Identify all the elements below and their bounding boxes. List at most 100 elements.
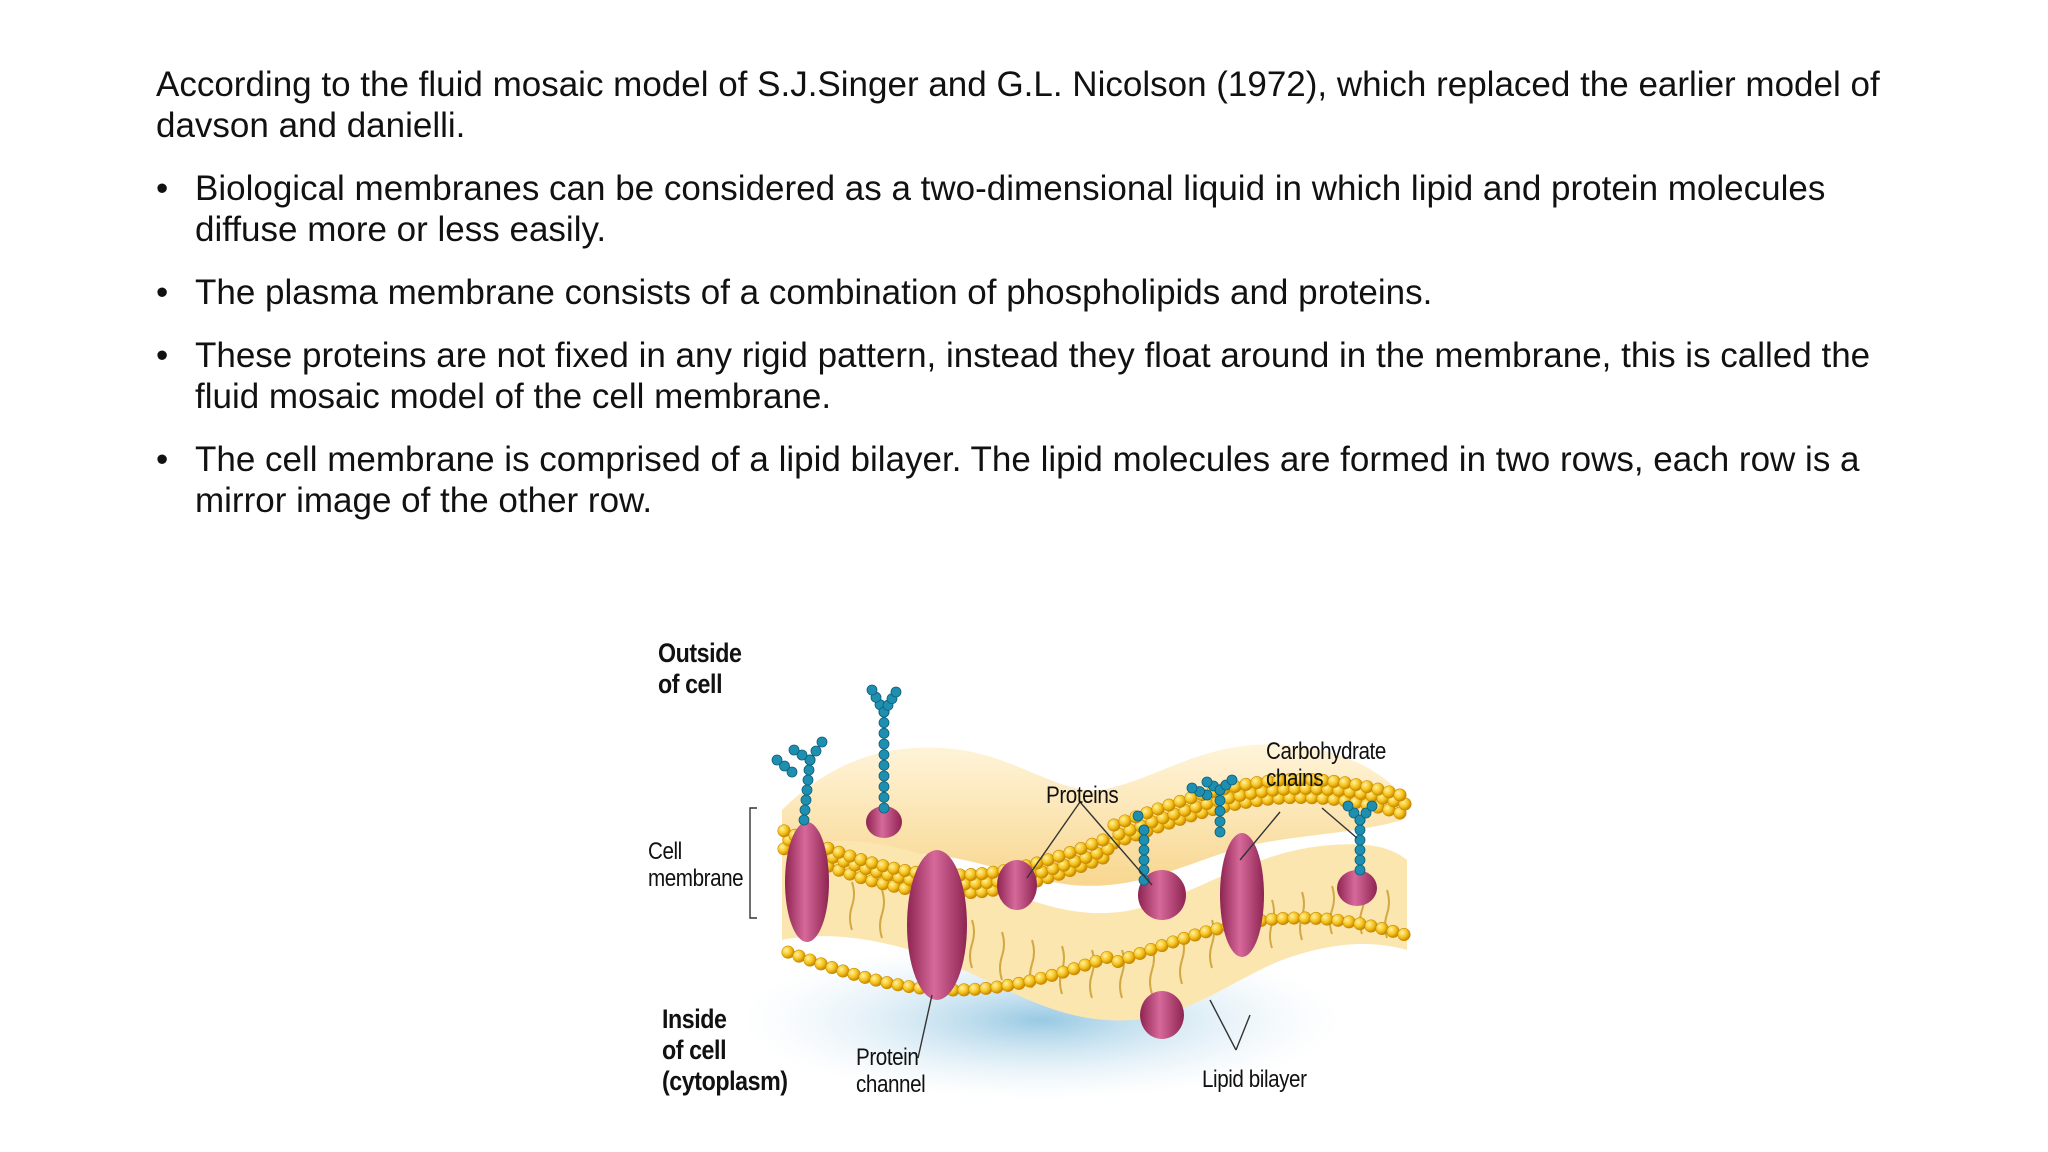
lipid-head <box>854 853 868 867</box>
lipid-head <box>1287 911 1301 925</box>
lipid-head <box>1250 776 1264 790</box>
label-line: Carbohydrate <box>1266 738 1386 765</box>
lipid-head <box>1173 794 1187 808</box>
sugar-bead <box>1354 824 1366 836</box>
sugar-bead <box>786 766 798 778</box>
sugar-bead <box>866 684 878 696</box>
lipid-head <box>836 964 850 978</box>
list-item: •The cell membrane is comprised of a lip… <box>156 439 1916 521</box>
label-cell-membrane: Cell membrane <box>648 838 744 892</box>
lipid-head <box>1320 912 1334 926</box>
lipid-head <box>975 867 989 881</box>
bullet-glyph: • <box>156 169 169 208</box>
bullet-list: •Biological membranes can be considered … <box>156 168 1916 521</box>
bullet-text: These proteins are not fixed in any rigi… <box>195 336 1871 416</box>
lipid-head <box>891 978 905 992</box>
sugar-bead <box>788 744 800 756</box>
sugar-bead <box>801 784 813 796</box>
label-line: Outside <box>658 638 742 668</box>
lipid-head <box>1144 943 1158 957</box>
sugar-bead <box>1214 826 1226 838</box>
lipid-head <box>1210 922 1224 936</box>
lipid-head <box>803 953 817 967</box>
label-line: of cell <box>658 669 723 699</box>
lipid-head <box>968 982 982 996</box>
label-line: Inside <box>662 1004 727 1034</box>
sugar-bead <box>878 781 890 793</box>
sugar-bead <box>1354 814 1366 826</box>
lipid-head <box>1199 925 1213 939</box>
membrane-illustration <box>742 684 1412 1100</box>
lipid-head <box>1074 841 1088 855</box>
label-line: channel <box>856 1071 926 1098</box>
lipid-head <box>1078 958 1092 972</box>
lipid-head <box>781 945 795 959</box>
lipid-head <box>1133 946 1147 960</box>
lipid-head <box>1276 911 1290 925</box>
lipid-head <box>1118 814 1132 828</box>
label-line: (cytoplasm) <box>662 1066 788 1096</box>
sugar-bead <box>1360 807 1372 819</box>
lipid-head <box>1096 833 1110 847</box>
label-line: membrane <box>648 865 744 892</box>
lipid-head <box>1052 849 1066 863</box>
text-block: According to the fluid mosaic model of S… <box>156 64 1916 543</box>
sugar-bead <box>1138 854 1150 866</box>
list-item: •These proteins are not fixed in any rig… <box>156 335 1916 417</box>
sugar-bead <box>878 727 890 739</box>
sugar-bead <box>1354 844 1366 856</box>
list-item: •Biological membranes can be considered … <box>156 168 1916 250</box>
sugar-bead <box>1132 810 1144 822</box>
sugar-bead <box>878 749 890 761</box>
lipid-head <box>777 824 791 838</box>
protein-channel <box>907 850 967 1000</box>
sugar-bead <box>1214 795 1226 806</box>
sugar-bead <box>1354 864 1366 876</box>
bullet-glyph: • <box>156 273 169 312</box>
sugar-bead <box>1214 805 1226 817</box>
lipid-head <box>1188 928 1202 942</box>
sugar-bead <box>1354 834 1366 846</box>
lipid-head <box>1375 922 1389 936</box>
sugar-bead <box>1138 844 1150 856</box>
sugar-bead <box>800 794 812 806</box>
sugar-bead <box>796 749 808 761</box>
sugar-bead <box>878 759 890 771</box>
lipid-head <box>1001 978 1015 992</box>
lipid-head <box>847 967 861 981</box>
lipid-head <box>1298 911 1312 925</box>
sugar-bead <box>1366 800 1378 812</box>
sugar-bead <box>804 754 816 766</box>
bullet-text: The cell membrane is comprised of a lipi… <box>195 440 1860 520</box>
lipid-head <box>1331 913 1345 927</box>
sugar-bead <box>1201 776 1213 788</box>
lipid-head <box>1397 927 1411 941</box>
lipid-head <box>858 970 872 984</box>
lipid-head <box>1107 818 1121 832</box>
protein-left <box>785 822 829 942</box>
lipid-head <box>1045 968 1059 982</box>
lipid-head <box>964 868 978 882</box>
lipid-head <box>990 980 1004 994</box>
lipid-head <box>792 949 806 963</box>
lipid-head <box>880 976 894 990</box>
sugar-bead <box>803 764 815 776</box>
label-lipid-bilayer: Lipid bilayer <box>1202 1066 1307 1093</box>
lipid-head <box>898 863 912 877</box>
lipid-head <box>1122 950 1136 964</box>
lipid-head <box>986 865 1000 879</box>
lipid-head <box>1056 965 1070 979</box>
protein-small <box>997 860 1037 910</box>
lipid-head <box>1063 845 1077 859</box>
lipid-head <box>1100 950 1114 964</box>
sugar-bead <box>799 804 811 816</box>
lipid-head <box>876 859 890 873</box>
lipid-head <box>1034 971 1048 985</box>
lipid-head <box>1393 788 1407 802</box>
lipid-head <box>1342 915 1356 929</box>
sugar-bead <box>878 802 890 814</box>
lipid-head <box>887 861 901 875</box>
pointer-lines <box>749 801 1358 1059</box>
lipid-head <box>1166 935 1180 949</box>
